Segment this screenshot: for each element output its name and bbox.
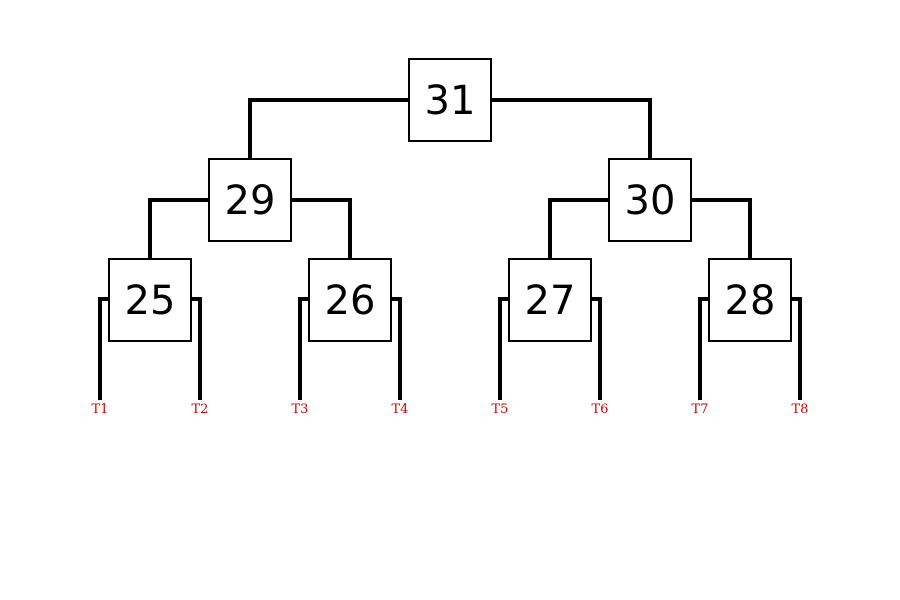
node-level3-4-label: 28 (725, 278, 776, 324)
node-level2-right: 30 (608, 158, 692, 242)
node-level3-3-box (508, 258, 592, 342)
edge-29-right (290, 198, 352, 259)
leaf-label-1: T1 (92, 402, 109, 417)
leaf-label-4: T4 (392, 402, 409, 417)
edge-28-left (698, 297, 708, 400)
leaf-label-7: T7 (692, 402, 709, 417)
node-level2-right-label: 30 (625, 178, 676, 224)
node-root: 31 (408, 58, 492, 142)
edge-27-right (592, 297, 602, 400)
node-level3-2: 26 (308, 258, 392, 342)
node-level3-1-label: 25 (125, 278, 176, 324)
node-level2-left-box (208, 158, 292, 242)
edge-root-left (248, 98, 410, 159)
node-level3-3: 27 (508, 258, 592, 342)
leaf-label-8: T8 (792, 402, 809, 417)
edge-30-right (690, 198, 752, 259)
root-edges (248, 98, 652, 159)
node-root-label: 31 (425, 78, 476, 124)
node-level3-4: 28 (708, 258, 792, 342)
node-level3-1: 25 (108, 258, 192, 342)
leaf-label-6: T6 (592, 402, 609, 417)
node-level3-1-box (108, 258, 192, 342)
level2-edges (148, 198, 752, 259)
edge-26-left (298, 297, 308, 400)
node-level3-2-box (308, 258, 392, 342)
edge-25-right (192, 297, 202, 400)
leaf-label-2: T2 (192, 402, 209, 417)
leaf-edges (98, 297, 802, 400)
edge-28-right (792, 297, 802, 400)
node-level3-4-box (708, 258, 792, 342)
edge-25-left (98, 297, 108, 400)
node-root-box (408, 58, 492, 142)
edge-root-right (490, 98, 652, 159)
leaf-labels: T1 T2 T3 T4 T5 T6 T7 T8 (92, 402, 809, 417)
edge-30-left (548, 198, 610, 259)
edge-26-right (392, 297, 402, 400)
node-level2-left-label: 29 (225, 178, 276, 224)
edge-29-left (148, 198, 210, 259)
node-level3-2-label: 26 (325, 278, 376, 324)
edge-27-left (498, 297, 508, 400)
node-level2-left: 29 (208, 158, 292, 242)
leaf-label-3: T3 (292, 402, 309, 417)
node-level2-right-box (608, 158, 692, 242)
node-level3-3-label: 27 (525, 278, 576, 324)
leaf-label-5: T5 (492, 402, 509, 417)
